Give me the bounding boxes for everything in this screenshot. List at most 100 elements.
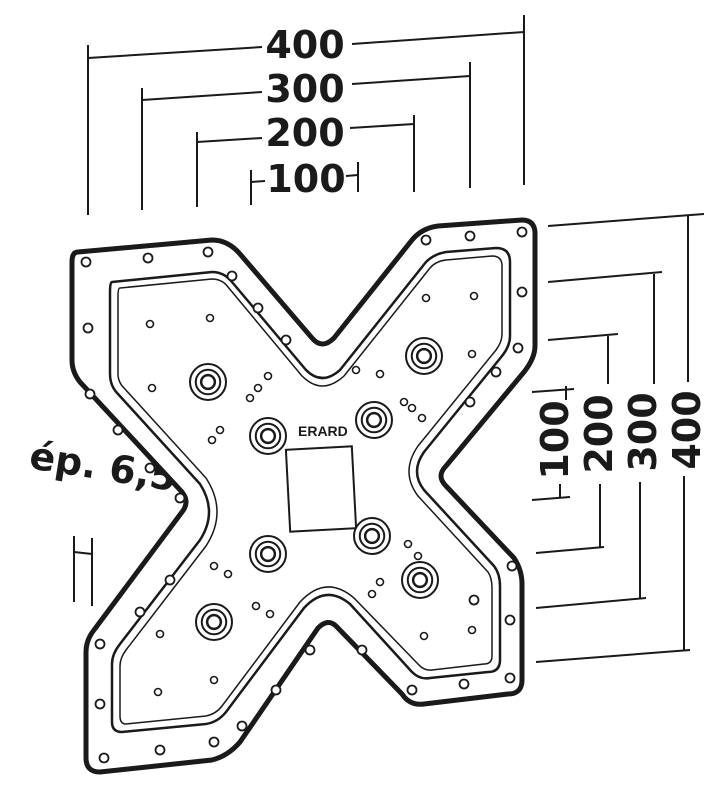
perimeter-hole: [464, 230, 476, 242]
interior-hole: [245, 393, 255, 403]
perimeter-hole: [94, 638, 106, 650]
interior-holes: [145, 291, 479, 697]
perimeter-hole: [208, 736, 220, 748]
threaded-insert: [405, 337, 443, 375]
right-dimension-400-label: 400: [665, 390, 709, 469]
top-dimension-group: 400 300 200 100: [87, 15, 525, 215]
threaded-insert-core: [205, 613, 223, 631]
interior-hole: [263, 371, 273, 381]
perimeter-hole: [506, 560, 518, 572]
perimeter-hole: [94, 698, 106, 710]
threaded-insert-core: [363, 527, 381, 545]
interior-hole: [207, 435, 217, 445]
right-dimension-group: 400 300 200 100: [531, 213, 709, 663]
threaded-insert-core: [365, 411, 383, 429]
threaded-insert: [355, 401, 393, 439]
plate-inner-outline: [108, 246, 512, 734]
perimeter-hole: [226, 270, 238, 282]
top-dimension-300: 300: [141, 62, 471, 210]
interior-hole: [251, 601, 261, 611]
threaded-insert-core: [415, 347, 433, 365]
right-dimension-100: 100: [531, 386, 577, 501]
top-dimension-400: 400: [87, 15, 525, 215]
top-dimension-100-label: 100: [266, 157, 345, 201]
perimeter-hole: [512, 342, 524, 354]
interior-hole: [419, 631, 429, 641]
interior-hole: [375, 577, 385, 587]
perimeter-hole: [406, 684, 418, 696]
right-dimension-400: 400: [535, 213, 709, 663]
threaded-insert: [249, 535, 287, 573]
interior-hole: [399, 397, 409, 407]
interior-hole: [209, 561, 219, 571]
perimeter-hole: [504, 672, 516, 684]
perimeter-holes: [80, 226, 528, 764]
interior-hole: [417, 413, 427, 423]
perimeter-hole: [304, 644, 316, 656]
threaded-inserts: [189, 337, 443, 641]
interior-hole: [367, 589, 377, 599]
threaded-insert: [189, 363, 227, 401]
perimeter-hole: [112, 424, 124, 436]
interior-hole: [215, 425, 225, 435]
top-dimension-200: 200: [196, 111, 415, 207]
threaded-insert-core: [259, 427, 277, 445]
interior-hole: [375, 369, 385, 379]
threaded-insert: [353, 517, 391, 555]
interior-hole: [205, 313, 215, 323]
interior-hole: [403, 539, 413, 549]
perimeter-hole: [80, 256, 92, 268]
perimeter-hole: [490, 366, 502, 378]
interior-hole: [147, 383, 157, 393]
perimeter-hole: [134, 606, 146, 618]
perimeter-hole: [516, 286, 528, 298]
perimeter-hole: [142, 252, 154, 264]
right-dimension-200: 200: [535, 333, 621, 554]
interior-hole: [467, 349, 477, 359]
perimeter-hole: [82, 322, 94, 334]
threaded-insert-core: [199, 373, 217, 391]
top-dimension-400-label: 400: [265, 23, 344, 67]
top-dimension-100: 100: [250, 157, 359, 205]
interior-hole: [469, 291, 479, 301]
perimeter-hole: [98, 752, 110, 764]
plate-inner-outline-2: [117, 255, 503, 725]
perimeter-hole: [154, 744, 166, 756]
perimeter-hole: [270, 684, 282, 696]
threaded-insert: [401, 561, 439, 599]
interior-hole: [467, 625, 477, 635]
top-dimension-300-label: 300: [265, 67, 344, 111]
perimeter-hole: [280, 334, 292, 346]
perimeter-hole: [174, 492, 186, 504]
right-dimension-300-label: 300: [621, 392, 665, 471]
perimeter-hole: [420, 234, 432, 246]
interior-hole: [145, 319, 155, 329]
interior-hole: [223, 569, 233, 579]
perimeter-hole: [202, 246, 214, 258]
perimeter-hole: [356, 644, 368, 656]
threaded-insert: [195, 603, 233, 641]
interior-hole: [413, 551, 423, 561]
brand-logo: ERARD: [298, 423, 348, 439]
right-dimension-300: 300: [535, 271, 665, 609]
perimeter-hole: [84, 388, 96, 400]
interior-hole: [407, 403, 417, 413]
right-dimension-100-label: 100: [533, 400, 577, 479]
perimeter-hole: [458, 678, 470, 690]
interior-hole: [209, 675, 219, 685]
perimeter-hole: [164, 574, 176, 586]
right-dimension-200-label: 200: [577, 394, 621, 473]
threaded-insert: [249, 417, 287, 455]
top-dimension-200-label: 200: [265, 111, 344, 155]
interior-hole: [253, 383, 263, 393]
interior-hole: [351, 365, 361, 375]
perimeter-hole: [468, 594, 480, 606]
perimeter-hole: [504, 614, 516, 626]
interior-hole: [153, 687, 163, 697]
mounting-plate: ERARD: [69, 217, 538, 775]
perimeter-hole: [464, 396, 476, 408]
perimeter-hole: [252, 302, 264, 314]
interior-hole: [155, 629, 165, 639]
center-cutout: [284, 445, 358, 533]
